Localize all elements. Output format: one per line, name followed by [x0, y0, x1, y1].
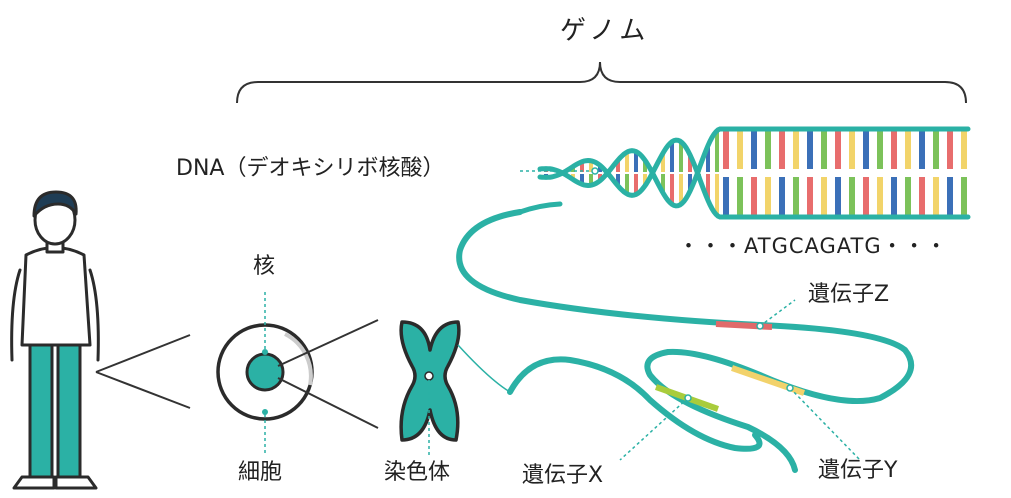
base-pair-top — [661, 153, 665, 172]
gene-y-label: 遺伝子Y — [818, 458, 898, 483]
chromosome-strand-connector — [457, 344, 511, 393]
base-pair-top — [737, 129, 743, 169]
base-pair-bottom — [688, 174, 692, 192]
dna-backbone-b — [537, 137, 971, 220]
zoom-line — [277, 377, 379, 429]
genome-label: ゲノム — [560, 16, 650, 46]
base-pair-top — [933, 129, 939, 169]
dna-label: DNA（デオキシリボ核酸） — [176, 156, 445, 181]
base-pair-top — [919, 129, 925, 169]
gene-z-leader — [759, 299, 796, 327]
base-pair-top — [961, 129, 967, 169]
base-pair-bottom — [947, 177, 953, 217]
base-pair-bottom — [737, 177, 743, 217]
base-pair-bottom — [634, 174, 638, 195]
base-pair-bottom — [807, 177, 813, 217]
base-pair-bottom — [793, 177, 799, 217]
base-pair-top — [723, 129, 729, 169]
base-pair-bottom — [616, 174, 620, 186]
base-pair-bottom — [961, 177, 967, 217]
zoom-line — [95, 334, 191, 373]
base-pair-bottom — [779, 177, 785, 217]
base-pair-bottom — [580, 174, 584, 185]
sequence-label: ・・・ATGCAGATG・・・ — [678, 234, 948, 258]
zoom-line — [95, 371, 191, 409]
base-pair-bottom — [723, 177, 729, 217]
gene-z-label: 遺伝子Z — [808, 282, 890, 307]
gene-x-label: 遺伝子X — [522, 463, 604, 488]
genome-brace — [236, 61, 967, 104]
base-pair-top — [634, 151, 638, 172]
base-pair-top — [765, 129, 771, 169]
base-pair-bottom — [891, 177, 897, 217]
base-pair-bottom — [706, 174, 710, 201]
base-pair-bottom — [661, 174, 665, 193]
zoom-line — [277, 319, 379, 367]
base-pair-bottom — [863, 177, 869, 217]
base-pair-bottom — [643, 174, 647, 186]
cell-diagram — [216, 323, 314, 421]
base-pair-top — [779, 129, 785, 169]
cell-label: 細胞 — [238, 460, 283, 485]
chromosome-label: 染色体 — [384, 460, 451, 485]
base-pair-top — [863, 129, 869, 169]
base-pair-bottom — [679, 174, 683, 205]
base-pair-top — [947, 129, 953, 169]
base-pair-top — [849, 129, 855, 169]
base-pair-top — [706, 145, 710, 172]
dna-strand-tail — [517, 201, 563, 215]
dna-double-helix — [537, 126, 971, 220]
base-pair-bottom — [835, 177, 841, 217]
base-pair-bottom — [625, 174, 629, 194]
base-pair-top — [891, 129, 897, 169]
base-pair-top — [751, 129, 757, 169]
base-pair-top — [688, 154, 692, 172]
base-pair-top — [821, 129, 827, 169]
dna-strand-loop — [507, 356, 763, 452]
base-pair-top — [670, 141, 674, 172]
base-pair-top — [793, 129, 799, 169]
base-pair-top — [877, 129, 883, 169]
base-pair-bottom — [905, 177, 911, 217]
base-pair-bottom — [765, 177, 771, 217]
base-pair-bottom — [933, 177, 939, 217]
person-figure — [10, 190, 100, 490]
base-pair-top — [835, 129, 841, 169]
base-pair-bottom — [919, 177, 925, 217]
base-pair-top — [643, 160, 647, 172]
base-pair-top — [598, 165, 602, 172]
base-pair-top — [580, 161, 584, 172]
base-pair-bottom — [589, 174, 593, 186]
base-pair-bottom — [751, 177, 757, 217]
dna-strand — [456, 209, 915, 473]
gene-y-leader — [789, 387, 861, 461]
base-pair-top — [807, 129, 813, 169]
base-pair-bottom — [670, 174, 674, 205]
dna-backbone-a — [537, 126, 971, 209]
base-pair-bottom — [715, 174, 719, 216]
chromosome-shape — [399, 320, 461, 442]
base-pair-top — [625, 152, 629, 172]
base-pair-top — [589, 160, 593, 172]
base-pair-top — [616, 160, 620, 172]
base-pair-bottom — [877, 177, 883, 217]
base-pair-bottom — [849, 177, 855, 217]
base-pair-bottom — [821, 177, 827, 217]
base-pair-top — [679, 141, 683, 172]
base-pair-top — [905, 129, 911, 169]
nucleus-label: 核 — [253, 254, 276, 279]
base-pair-bottom — [598, 174, 602, 181]
base-pair-top — [715, 130, 719, 172]
